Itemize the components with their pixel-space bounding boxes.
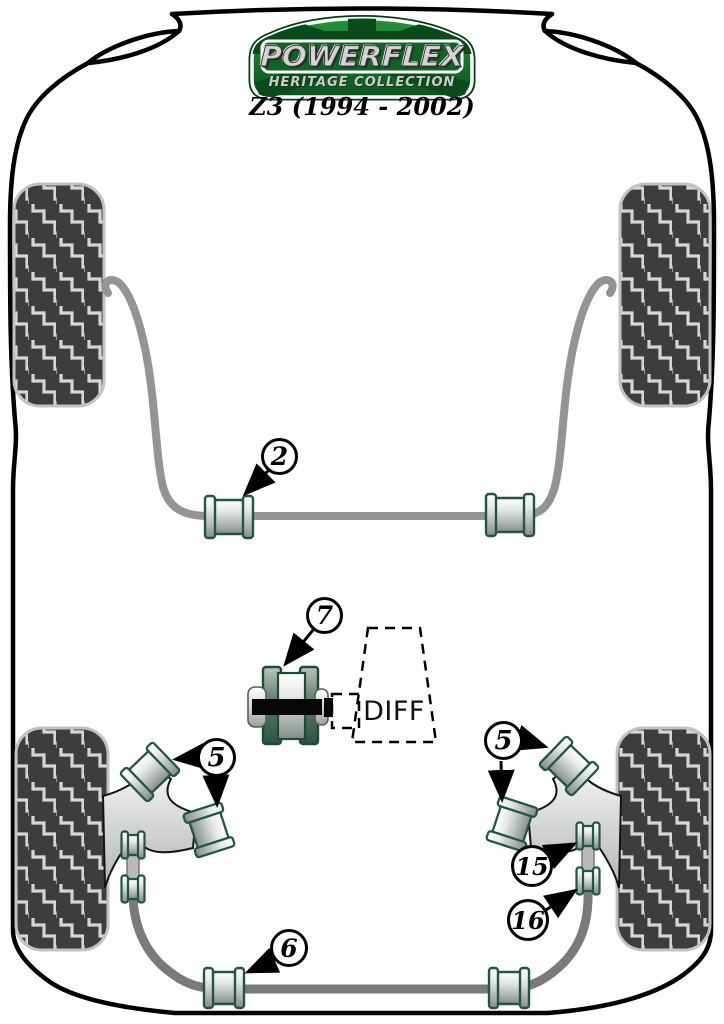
diff-label: DIFF [363, 695, 425, 727]
left-link-lower-bush [120, 874, 146, 904]
right-link-upper-bush [575, 821, 601, 851]
front-arb-bush-right [484, 492, 536, 538]
front-right-tire [618, 182, 712, 408]
diff-trapezoid [350, 626, 438, 744]
front-arb-bush-left [203, 494, 255, 540]
callout-15: 15 [511, 845, 553, 887]
left-headlight-lower [85, 28, 182, 66]
callout-5-right: 5 [484, 721, 523, 760]
collection-subtitle: HERITAGE COLLECTION [268, 74, 456, 90]
callout-arrows [172, 463, 578, 974]
arrow-7 [283, 629, 315, 667]
callout-2: 2 [261, 438, 298, 475]
right-link-lower-bush [575, 866, 601, 896]
powerflex-badge [248, 15, 476, 101]
brand-panel [260, 39, 464, 74]
rear-arb-bush-right [487, 966, 531, 1010]
rear-arb-bush-left [202, 966, 246, 1010]
right-headlight-lower [542, 28, 639, 66]
callout-6: 6 [270, 929, 308, 967]
diff-dashed-outline [330, 626, 438, 744]
left-hood-notch [169, 11, 183, 34]
rear-anti-roll-bar [128, 885, 593, 994]
diff-bolt-end [324, 698, 333, 717]
front-bumper-line [169, 6, 555, 17]
arrow-6 [244, 947, 281, 974]
vehicle-model-title: Z3 (1994 - 2002) [249, 91, 475, 121]
rear-left-tire [14, 726, 110, 952]
car-body-outline [7, 6, 717, 1016]
left-headlight-upper [85, 28, 182, 66]
right-headlight-upper [542, 28, 639, 66]
arrow-5-left-a [172, 742, 207, 770]
front-left-tire [12, 182, 106, 408]
front-anti-roll-bar [101, 276, 617, 520]
arrow-5-left-b [202, 774, 230, 808]
brand-logo-text: POWERFLEX [259, 39, 465, 73]
callout-5-left: 5 [197, 738, 236, 777]
arrow-5-right-a [513, 724, 549, 751]
tires [12, 182, 712, 952]
arrow-2 [242, 463, 276, 497]
diff-connector [330, 692, 361, 730]
arrow-5-right-b [487, 760, 515, 803]
left-link-upper-bush [120, 830, 146, 860]
left-body-side [7, 60, 717, 1016]
callout-16: 16 [507, 899, 549, 941]
arrow-16 [543, 888, 578, 919]
right-hood-notch [541, 11, 555, 34]
arrow-15 [541, 842, 578, 870]
rear-right-tire [615, 726, 712, 952]
diff-bolt [252, 699, 322, 715]
callout-7: 7 [306, 597, 343, 634]
diff-mount-bush [247, 665, 333, 746]
